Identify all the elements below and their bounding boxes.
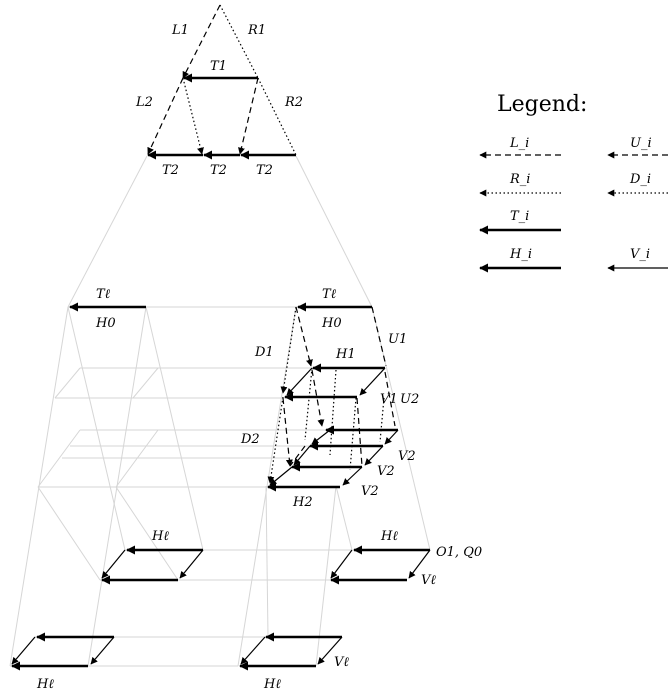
- legend-title: Legend:: [497, 92, 587, 117]
- label-Hl-left-upper: Hℓ: [151, 529, 169, 544]
- legend-label-V: V_i: [630, 247, 650, 262]
- legend-label-D: D_i: [629, 172, 651, 187]
- legend-label-U: U_i: [630, 136, 652, 151]
- edge-L2-right: [238, 77, 259, 155]
- label-T1: T1: [210, 59, 227, 74]
- diagram-labels: L1 R1 T1 L2 R2 T2 T2 T2 Tℓ H0 Tℓ H0 D1 H…: [36, 23, 482, 692]
- label-T2-a: T2: [162, 163, 179, 178]
- label-V1: V1: [380, 392, 398, 407]
- edge-R2-left: [182, 77, 204, 155]
- legend-label-L: L_i: [509, 136, 529, 151]
- legend-label-T: T_i: [510, 209, 529, 224]
- label-U2: U2: [400, 392, 419, 407]
- label-Vl-upper: Vℓ: [421, 573, 436, 588]
- edge-R1: [219, 4, 259, 79]
- legend-label-R: R_i: [509, 172, 530, 187]
- label-Hl-right-lower: Hℓ: [263, 677, 281, 692]
- label-R1: R1: [247, 23, 266, 38]
- bottom-right-upper: [330, 545, 431, 585]
- label-H1: H1: [335, 347, 356, 362]
- label-Tl-left: Tℓ: [96, 287, 111, 302]
- label-Hl-left-lower: Hℓ: [36, 677, 54, 692]
- legend-label-H: H_i: [509, 247, 532, 262]
- label-U1: U1: [388, 332, 407, 347]
- label-Hl-right-upper: Hℓ: [380, 529, 398, 544]
- label-Vl-lower: Vℓ: [334, 655, 349, 670]
- label-V2-c: V2: [361, 484, 379, 499]
- top-triangle: [147, 4, 297, 160]
- label-V2-a: V2: [398, 449, 416, 464]
- edge-R2: [257, 77, 297, 156]
- label-L2: L2: [135, 95, 153, 110]
- bottom-left-lower: [11, 632, 115, 671]
- label-L1: L1: [171, 23, 189, 38]
- bottom-right-lower: [239, 632, 343, 671]
- label-H0-right: H0: [321, 316, 342, 331]
- label-Tl-right: Tℓ: [322, 287, 337, 302]
- label-D2: D2: [240, 432, 260, 447]
- edge-L1: [182, 4, 221, 79]
- edge-L2: [147, 77, 184, 155]
- bottom-left-upper: [101, 545, 204, 585]
- right-cascade: [267, 302, 399, 492]
- label-O1Q0: O1, Q0: [436, 545, 482, 560]
- label-T2-b: T2: [210, 163, 227, 178]
- grid-scaffold: [9, 155, 431, 667]
- label-D1: D1: [254, 345, 274, 360]
- label-H0-left: H0: [95, 316, 116, 331]
- label-R2: R2: [284, 95, 303, 110]
- label-V2-b: V2: [377, 464, 395, 479]
- label-H2: H2: [292, 495, 313, 510]
- legend: Legend: L_i U_i R_i D_i T_i H_i V_i: [479, 92, 668, 273]
- label-T2-c: T2: [256, 163, 273, 178]
